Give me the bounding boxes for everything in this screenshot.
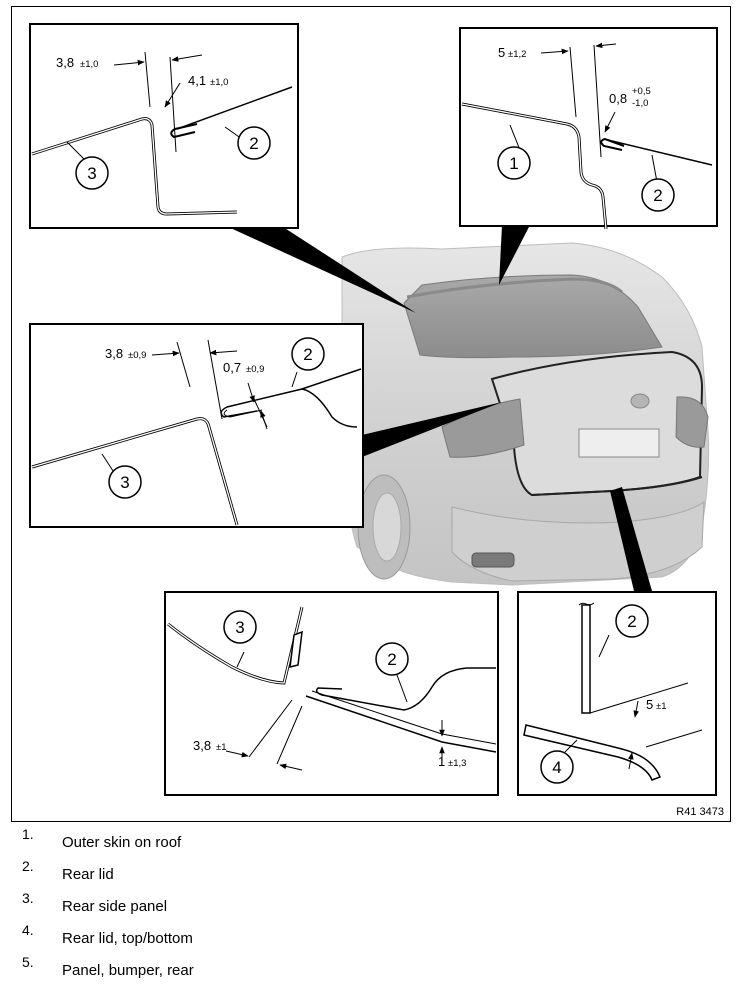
br-callout-4: 4 [552,758,561,777]
tl-callout-3: 3 [87,164,96,183]
technical-figure: 3,8 ±1,0 4,1 ±1,0 2 3 5 ±1,2 0,8 +0,5 -1… [11,6,731,822]
legend-number: 1. [22,826,34,842]
bc-tolerance-1: ±1 [216,742,227,753]
bc-callout-3: 3 [235,618,244,637]
bc-callout-2: 2 [387,650,396,669]
legend-text: Rear lid, top/bottom [62,930,193,947]
tr-tolerance-2-upper: +0,5 [632,86,651,97]
ml-callout-3: 3 [120,473,129,492]
tr-callout-circle-2 [641,178,675,212]
bc-dimension-1: 3,8 [193,738,211,753]
tr-callout-1: 1 [509,154,518,173]
ml-tolerance-1: ±0,9 [128,350,146,361]
tr-dimension-2: 0,8 [609,91,627,106]
legend-number: 4. [22,922,34,938]
ml-callout-circle-3 [108,465,142,499]
br-tolerance-1: ±1 [656,701,667,712]
legend-number: 3. [22,890,34,906]
tr-callout-circle-1 [497,146,531,180]
tl-dimension-1: 3,8 [56,55,74,70]
tr-tolerance-2-lower: -1,0 [632,98,648,109]
detail-inset-top-left: 3,8 ±1,0 4,1 ±1,0 2 3 [29,23,299,229]
bc-tolerance-2: ±1,3 [448,758,466,769]
detail-inset-bottom-center: 3,8 ±1 1 ±1,3 3 2 [164,591,499,796]
ml-tolerance-2: ±0,9 [246,364,264,375]
legend-number: 2. [22,858,34,874]
tl-tolerance-1: ±1,0 [80,59,98,70]
tr-callout-2: 2 [653,186,662,205]
legend-text: Panel, bumper, rear [62,962,194,979]
detail-inset-top-right: 5 ±1,2 0,8 +0,5 -1,0 1 2 [459,27,718,230]
legend-text: Outer skin on roof [62,834,182,851]
tl-tolerance-2: ±1,0 [210,77,228,88]
car-rear-illustration [341,242,710,586]
br-callout-circle-2 [615,604,649,638]
detail-inset-middle-left: 3,8 ±0,9 0,7 ±0,9 2 3 [29,323,364,528]
bc-dimension-2: 1 [438,754,445,769]
ml-dimension-2: 0,7 [223,360,241,375]
legend-number: 5. [22,954,34,970]
pointer-wedges [224,225,652,591]
bc-callout-circle-3 [223,610,257,644]
tl-dimension-2: 4,1 [188,73,206,88]
br-callout-circle-4 [540,750,574,784]
tr-tolerance-1: ±1,2 [508,49,526,60]
tl-callout-circle-2 [237,126,271,160]
ml-callout-circle-2 [291,337,325,371]
figure-canvas: 3,8 ±1,0 4,1 ±1,0 2 3 5 ±1,2 0,8 +0,5 -1… [29,23,724,818]
legend-text: Rear side panel [62,898,168,915]
tl-callout-2: 2 [249,134,258,153]
ml-callout-2: 2 [303,345,312,364]
tl-callout-circle-3 [75,156,109,190]
ml-dimension-1: 3,8 [105,346,123,361]
legend-text: Rear lid [62,866,114,883]
br-callout-2: 2 [627,612,636,631]
bc-callout-circle-2 [375,642,409,676]
tr-dimension-1: 5 [498,45,505,60]
detail-inset-bottom-right: 5 ±1 2 4 [517,591,717,796]
figure-reference-code: R41 3473 [676,806,724,818]
br-dimension-1: 5 [646,697,653,712]
